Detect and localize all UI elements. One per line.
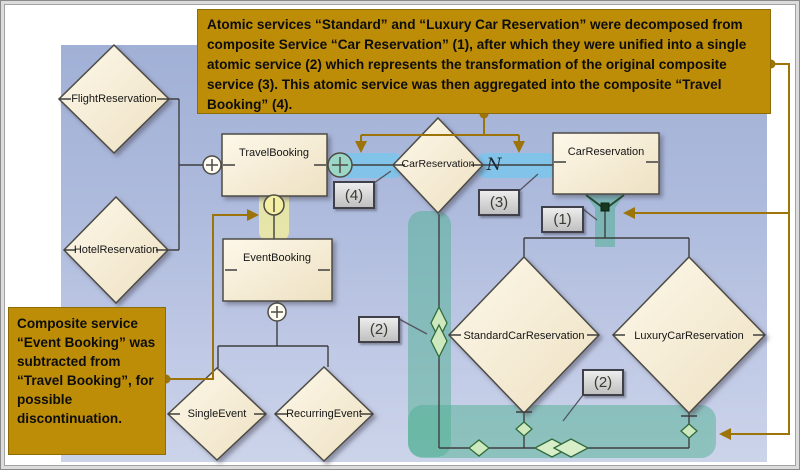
left-annotation-note: Composite service “Event Booking” was su… xyxy=(8,307,166,455)
travel-booking-rect xyxy=(221,133,328,197)
car-reservation-composite-label: CarReservation xyxy=(567,146,645,158)
small-flow-diamond-icon xyxy=(680,423,698,439)
car-reservation-composite-rect xyxy=(552,132,660,195)
service-nodes xyxy=(57,43,767,463)
ref-label-2-left: (2) xyxy=(358,316,400,343)
ref-label-3: (3) xyxy=(478,189,520,216)
arrow-left-icon xyxy=(623,207,635,219)
car-reservation-atomic-diamond xyxy=(391,116,485,215)
ref-label-1: (1) xyxy=(541,206,584,233)
decomposition-fork xyxy=(585,194,625,212)
luxury-car-reservation-diamond xyxy=(611,255,767,415)
car-reservation-atomic-label: CarReservation xyxy=(401,158,475,170)
operator-symbols xyxy=(202,152,353,322)
arrow-down-icon xyxy=(513,141,525,153)
recurring-event-diamond xyxy=(273,365,375,463)
node-tick-marks xyxy=(59,98,765,417)
teal-highlight-unification-vertical xyxy=(408,211,451,457)
unification-symbols xyxy=(430,305,698,458)
ref-label-2-right: (2) xyxy=(582,369,624,396)
arrow-right-icon xyxy=(247,209,259,221)
travel-booking-label: TravelBooking xyxy=(239,147,309,159)
arrow-left-icon xyxy=(719,428,731,440)
single-event-diamond xyxy=(166,366,268,462)
luxury-car-reservation-label: LuxuryCarReservation xyxy=(634,330,744,342)
ref-label-4: (4) xyxy=(333,181,375,209)
small-flow-diamond-icon xyxy=(467,439,491,457)
ref-label-leader-lines xyxy=(373,170,598,422)
standard-car-reservation-label: StandardCarReservation xyxy=(463,330,585,342)
fork-v-lines xyxy=(585,194,625,208)
gold-connectors xyxy=(166,63,790,435)
flight-reservation-label: FlightReservation xyxy=(71,93,157,105)
single-event-label: SingleEvent xyxy=(187,408,247,420)
recurring-event-label: RecurringEvent xyxy=(286,408,362,420)
standard-car-reservation-diamond xyxy=(447,255,601,415)
small-flow-diamond-icon xyxy=(515,421,533,437)
vertical-merge-diamond-icon xyxy=(430,323,448,359)
hotel-reservation-diamond xyxy=(62,195,170,305)
top-annotation-note: Atomic services “Standard” and “Luxury C… xyxy=(197,9,771,114)
arrow-down-icon xyxy=(355,141,367,153)
event-booking-rect xyxy=(222,238,333,302)
flight-reservation-diamond xyxy=(57,43,171,155)
fork-node-square xyxy=(600,202,610,212)
event-booking-label: EventBooking xyxy=(243,252,311,264)
transformation-n-symbol: N xyxy=(486,155,502,175)
horizontal-merge-diamond-icon xyxy=(552,438,590,458)
hotel-reservation-label: HotelReservation xyxy=(73,244,159,256)
